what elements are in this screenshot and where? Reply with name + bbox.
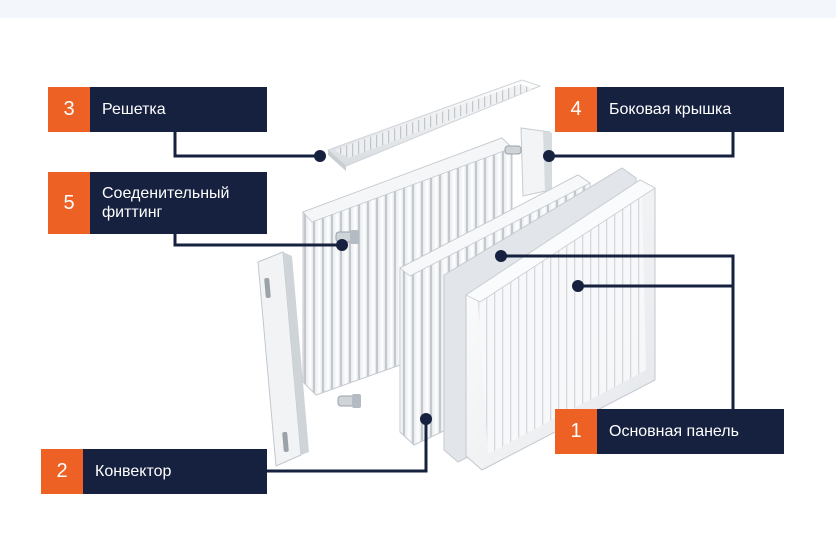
label-number: 4 [555,87,597,132]
label-text: Конвектор [83,449,267,494]
left-end-panel [257,251,309,467]
label-text: Основная панель [597,409,784,454]
leader-line-4 [549,132,735,158]
label-number: 1 [555,409,597,454]
top-band [0,0,836,18]
label-side-cover: 4 Боковая крышка [555,87,784,132]
label-fitting: 5 Соеденительный фиттинг [48,172,267,234]
leader-lines [173,132,735,473]
leader-dot-5 [336,239,348,251]
label-number: 3 [48,87,90,132]
leader-dot-1b [572,280,584,292]
label-text: Решетка [90,87,267,132]
label-main-panel: 1 Основная панель [555,409,784,454]
grille-part [327,79,542,171]
label-text: Соеденительный фиттинг [90,172,267,234]
leader-line-1 [501,254,735,409]
side-cover-part [520,127,552,197]
fitting-part [335,145,522,408]
leader-dot-4 [543,150,555,162]
label-number: 5 [48,172,90,234]
leader-line-5 [173,234,342,247]
label-text: Боковая крышка [597,87,784,132]
leader-dot-3 [314,150,326,162]
leader-dot-2 [420,413,432,425]
main-panel-part [443,167,656,471]
leader-line-2 [267,419,428,473]
label-number: 2 [41,449,83,494]
leader-dot-1a [495,250,507,262]
leader-dots [314,150,584,425]
label-grille: 3 Решетка [48,87,267,132]
leader-line-3 [173,132,320,158]
label-convector: 2 Конвектор [41,449,267,494]
